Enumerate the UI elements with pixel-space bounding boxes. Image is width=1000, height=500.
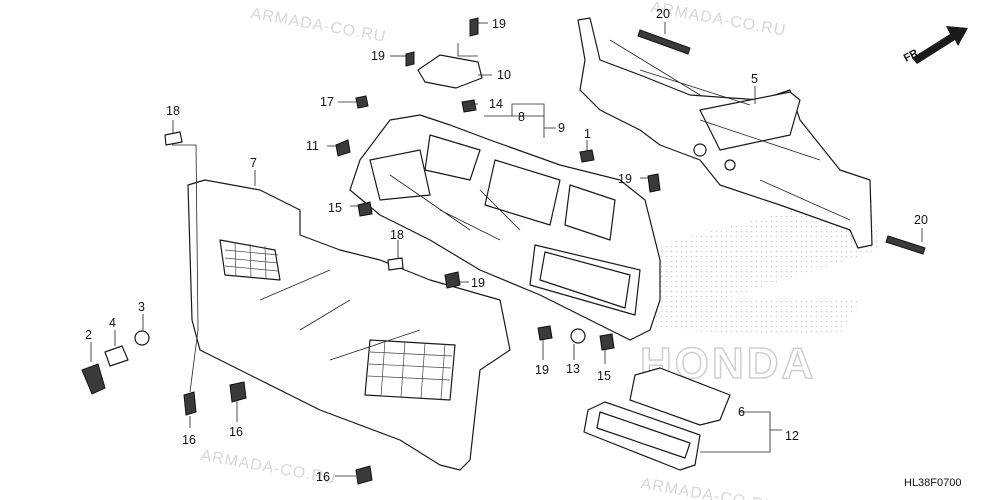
callout-15-a: 15 [328,201,342,215]
callout-7: 7 [250,156,257,170]
callout-19-a: 19 [492,17,506,31]
callout-3: 3 [138,300,145,314]
callout-17: 17 [320,95,334,109]
fasteners [81,17,926,485]
honda-wing-logo [600,190,880,335]
watermark-top-right: ARMADA-CO.RU [649,0,787,40]
callout-5: 5 [751,72,758,86]
callout-leaders [90,22,923,477]
callout-2: 2 [85,328,92,342]
part-10-pad [417,54,483,89]
callout-14: 14 [489,97,503,111]
callout-12: 12 [785,429,799,443]
callout-16-a: 16 [182,433,196,447]
callout-18-a: 18 [166,104,180,118]
watermark-bottom-right: ARMADA-CO.RU [639,475,777,500]
front-direction-arrow: FR. [902,26,968,65]
callout-19-d: 19 [471,276,485,290]
part-6-vent-frame [629,367,731,426]
callout-8: 8 [518,110,525,124]
vent-grid-right [367,340,453,400]
callout-20-a: 20 [656,7,670,21]
part-12-vent-inner [596,411,691,459]
callout-15-b: 15 [597,369,611,383]
callout-18-b: 18 [390,228,404,242]
watermark-top: ARMADA-CO.RU [249,5,387,46]
callout-16-c: 16 [316,470,330,484]
diagram-code: HL38F0700 [904,477,962,489]
callout-13: 13 [566,362,580,376]
callout-9: 9 [558,121,565,135]
callout-4: 4 [109,316,116,330]
callout-19-c: 19 [618,172,632,186]
callout-11: 11 [306,139,319,153]
part-5-dash-frame [577,17,873,249]
part-9-dashboard-panel [349,114,661,341]
callout-20-b: 20 [914,213,928,227]
callout-6: 6 [738,405,745,419]
vent-grid-left [224,241,279,279]
callout-19-e: 19 [535,363,549,377]
callout-10: 10 [497,68,511,82]
callout-16-b: 16 [229,425,243,439]
callout-19-b: 19 [371,49,385,63]
callout-labels: 1 2 3 4 5 6 7 8 9 10 11 12 13 14 15 15 1… [85,7,928,484]
callout-1: 1 [584,127,591,141]
